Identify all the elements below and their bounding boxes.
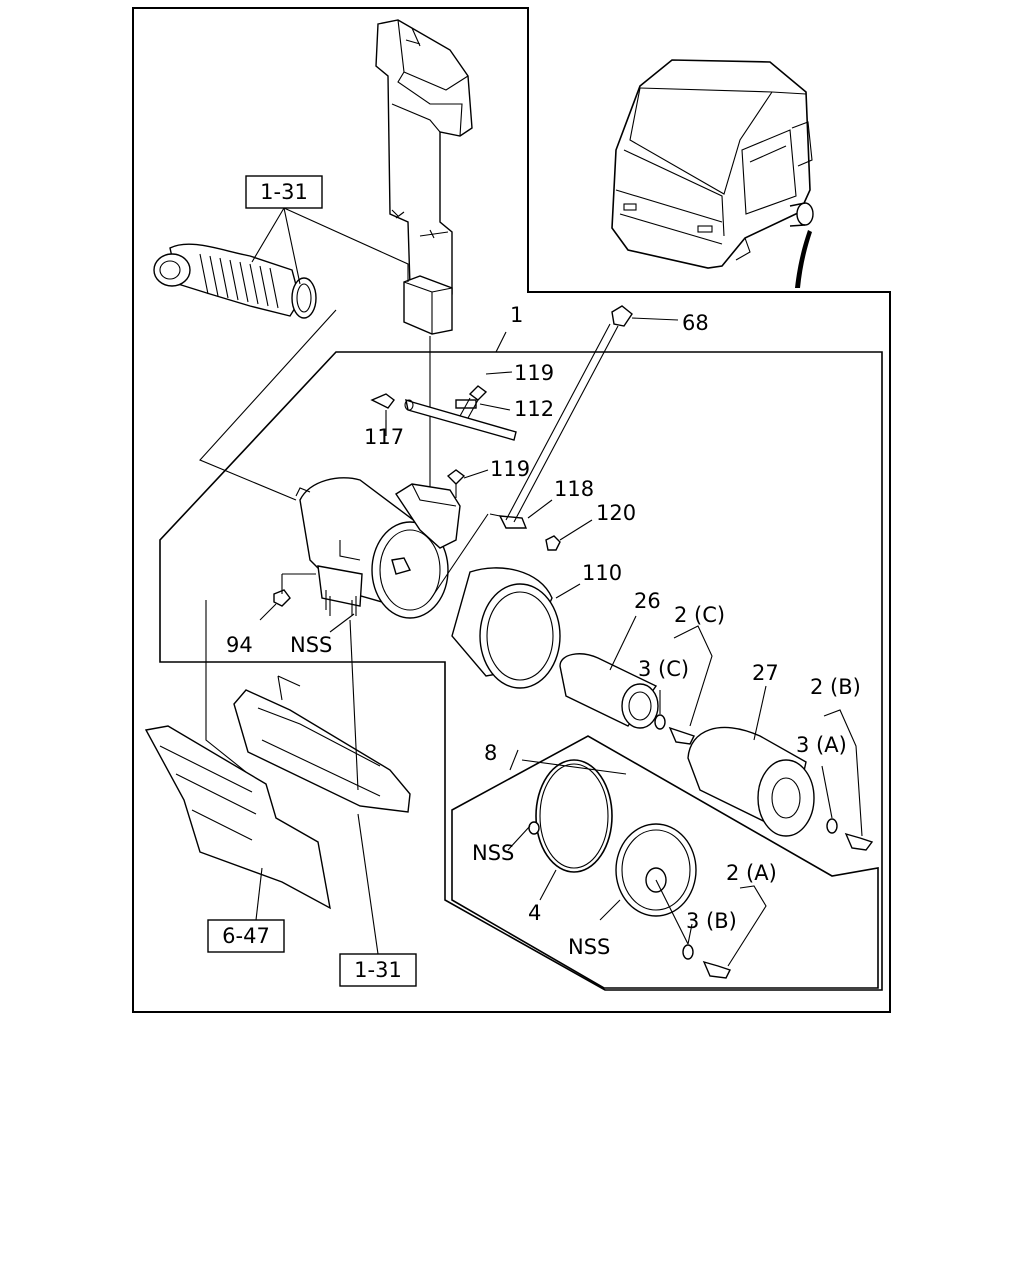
label-117: 117	[364, 425, 404, 449]
label-110: 110	[582, 561, 622, 585]
label-119-top: 119	[514, 361, 554, 385]
label-nss-washer: NSS	[472, 841, 514, 865]
callout-leaders	[255, 317, 863, 967]
small-washer	[528, 821, 540, 835]
bolt-mid	[446, 469, 466, 498]
label-8: 8	[484, 741, 497, 765]
air-intake-duct	[375, 19, 473, 335]
filter-band	[451, 567, 561, 689]
hose-ref-callout	[251, 207, 409, 285]
intake-hose	[153, 243, 317, 319]
side-panel	[144, 600, 331, 910]
label-4: 4	[528, 901, 541, 925]
label-26: 26	[634, 589, 661, 613]
bracket-ref-box[interactable]: 1-31	[339, 953, 417, 987]
label-assembly: 1	[510, 303, 523, 327]
label-2a: 2 (A)	[726, 861, 777, 885]
stud-bolts	[325, 590, 357, 616]
hose-guide-line	[199, 309, 337, 501]
cover-group-guide	[521, 759, 627, 775]
label-119-mid: 119	[490, 457, 530, 481]
assembly-leader	[495, 331, 507, 353]
washer-c	[654, 714, 666, 730]
mounting-bolt	[273, 573, 316, 607]
breather-hose	[404, 398, 517, 441]
label-2c: 2 (C)	[674, 603, 725, 627]
assembly-outline	[159, 351, 883, 991]
sensor-connector	[505, 305, 633, 523]
diagram-frame	[132, 7, 891, 1013]
label-3c: 3 (C)	[638, 657, 689, 681]
label-3a: 3 (A)	[796, 733, 847, 757]
hose-ref-text: 1-31	[260, 180, 308, 204]
wing-nut-c	[668, 726, 695, 745]
truck-cab-illustration	[611, 59, 814, 288]
nut	[545, 535, 561, 551]
washer-b	[682, 944, 694, 960]
frame-bracket	[233, 619, 411, 813]
label-27: 27	[752, 661, 779, 685]
panel-ref-box[interactable]: 6-47	[207, 919, 285, 953]
bracket-clip	[429, 513, 528, 601]
label-nss-cover: NSS	[568, 935, 610, 959]
washer-a	[826, 818, 838, 834]
wing-nut-a	[702, 960, 731, 979]
hose-ref-box[interactable]: 1-31	[245, 175, 323, 209]
label-120: 120	[596, 501, 636, 525]
label-118: 118	[554, 477, 594, 501]
air-cleaner-housing	[295, 477, 461, 619]
seal-ring	[535, 759, 613, 873]
label-68: 68	[682, 311, 709, 335]
label-2b: 2 (B)	[810, 675, 861, 699]
outer-filter-element	[687, 726, 815, 837]
panel-ref-text: 6-47	[222, 924, 270, 948]
label-94: 94	[226, 633, 253, 657]
cover-group-outline	[451, 735, 879, 989]
inner-filter-element	[559, 653, 659, 729]
cover-group-leader	[509, 749, 519, 771]
wing-nut-b	[844, 832, 874, 851]
bracket-ref-text: 1-31	[354, 958, 402, 982]
label-nss-bolts: NSS	[290, 633, 332, 657]
bolt-top	[459, 385, 488, 419]
label-112: 112	[514, 397, 554, 421]
end-cover	[615, 823, 697, 945]
label-3b: 3 (B)	[686, 909, 737, 933]
